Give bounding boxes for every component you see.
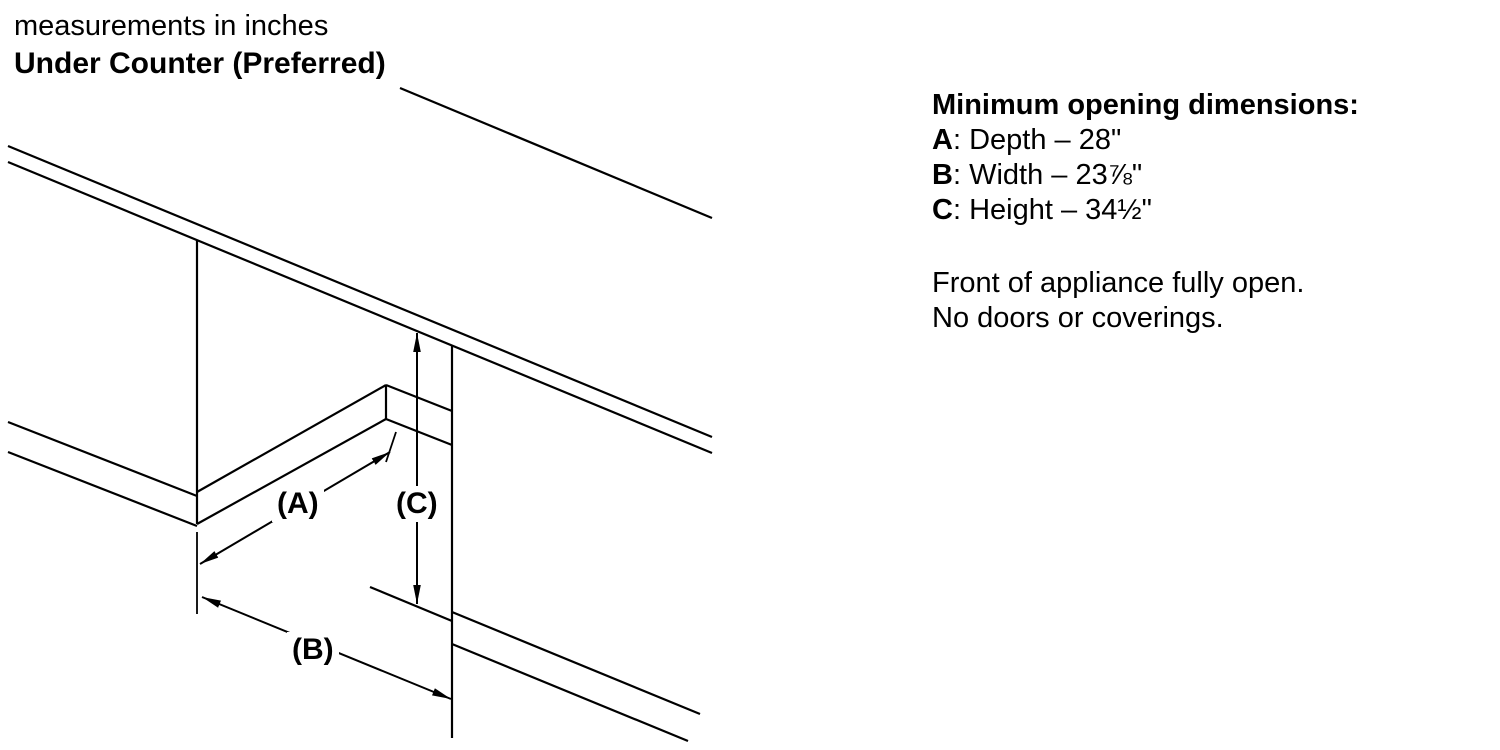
page-title: Under Counter (Preferred) xyxy=(14,47,386,80)
extension-lines xyxy=(196,431,397,614)
dimensions-panel: Minimum opening dimensions: A: Depth – 2… xyxy=(932,88,1359,336)
dim-label-c: (C) xyxy=(391,486,443,522)
spec-width-value: : Width – 23⅞" xyxy=(952,159,1143,191)
spec-width-key: B xyxy=(932,159,953,191)
spec-height: C: Height – 34½" xyxy=(932,193,1359,228)
dim-label-a: (A) xyxy=(272,486,324,522)
page-header: measurements in inches Under Counter (Pr… xyxy=(14,8,386,83)
specs-notes: Front of appliance fully open. No doors … xyxy=(932,266,1359,336)
spec-height-key: C xyxy=(932,194,953,226)
note-front-open: Front of appliance fully open. xyxy=(932,267,1305,299)
dim-label-b: (B) xyxy=(287,632,339,668)
spec-depth: A: Depth – 28" xyxy=(932,123,1359,158)
spec-height-value: : Height – 34½" xyxy=(952,194,1152,226)
spec-depth-key: A xyxy=(932,124,953,156)
spec-width: B: Width – 23⅞" xyxy=(932,158,1359,193)
specs-title: Minimum opening dimensions: xyxy=(932,89,1359,121)
spec-depth-value: : Depth – 28" xyxy=(952,124,1122,156)
note-no-doors: No doors or coverings. xyxy=(932,302,1224,334)
units-note: measurements in inches xyxy=(14,10,329,42)
countertop-lines xyxy=(7,86,713,455)
floor-lines xyxy=(7,420,701,743)
